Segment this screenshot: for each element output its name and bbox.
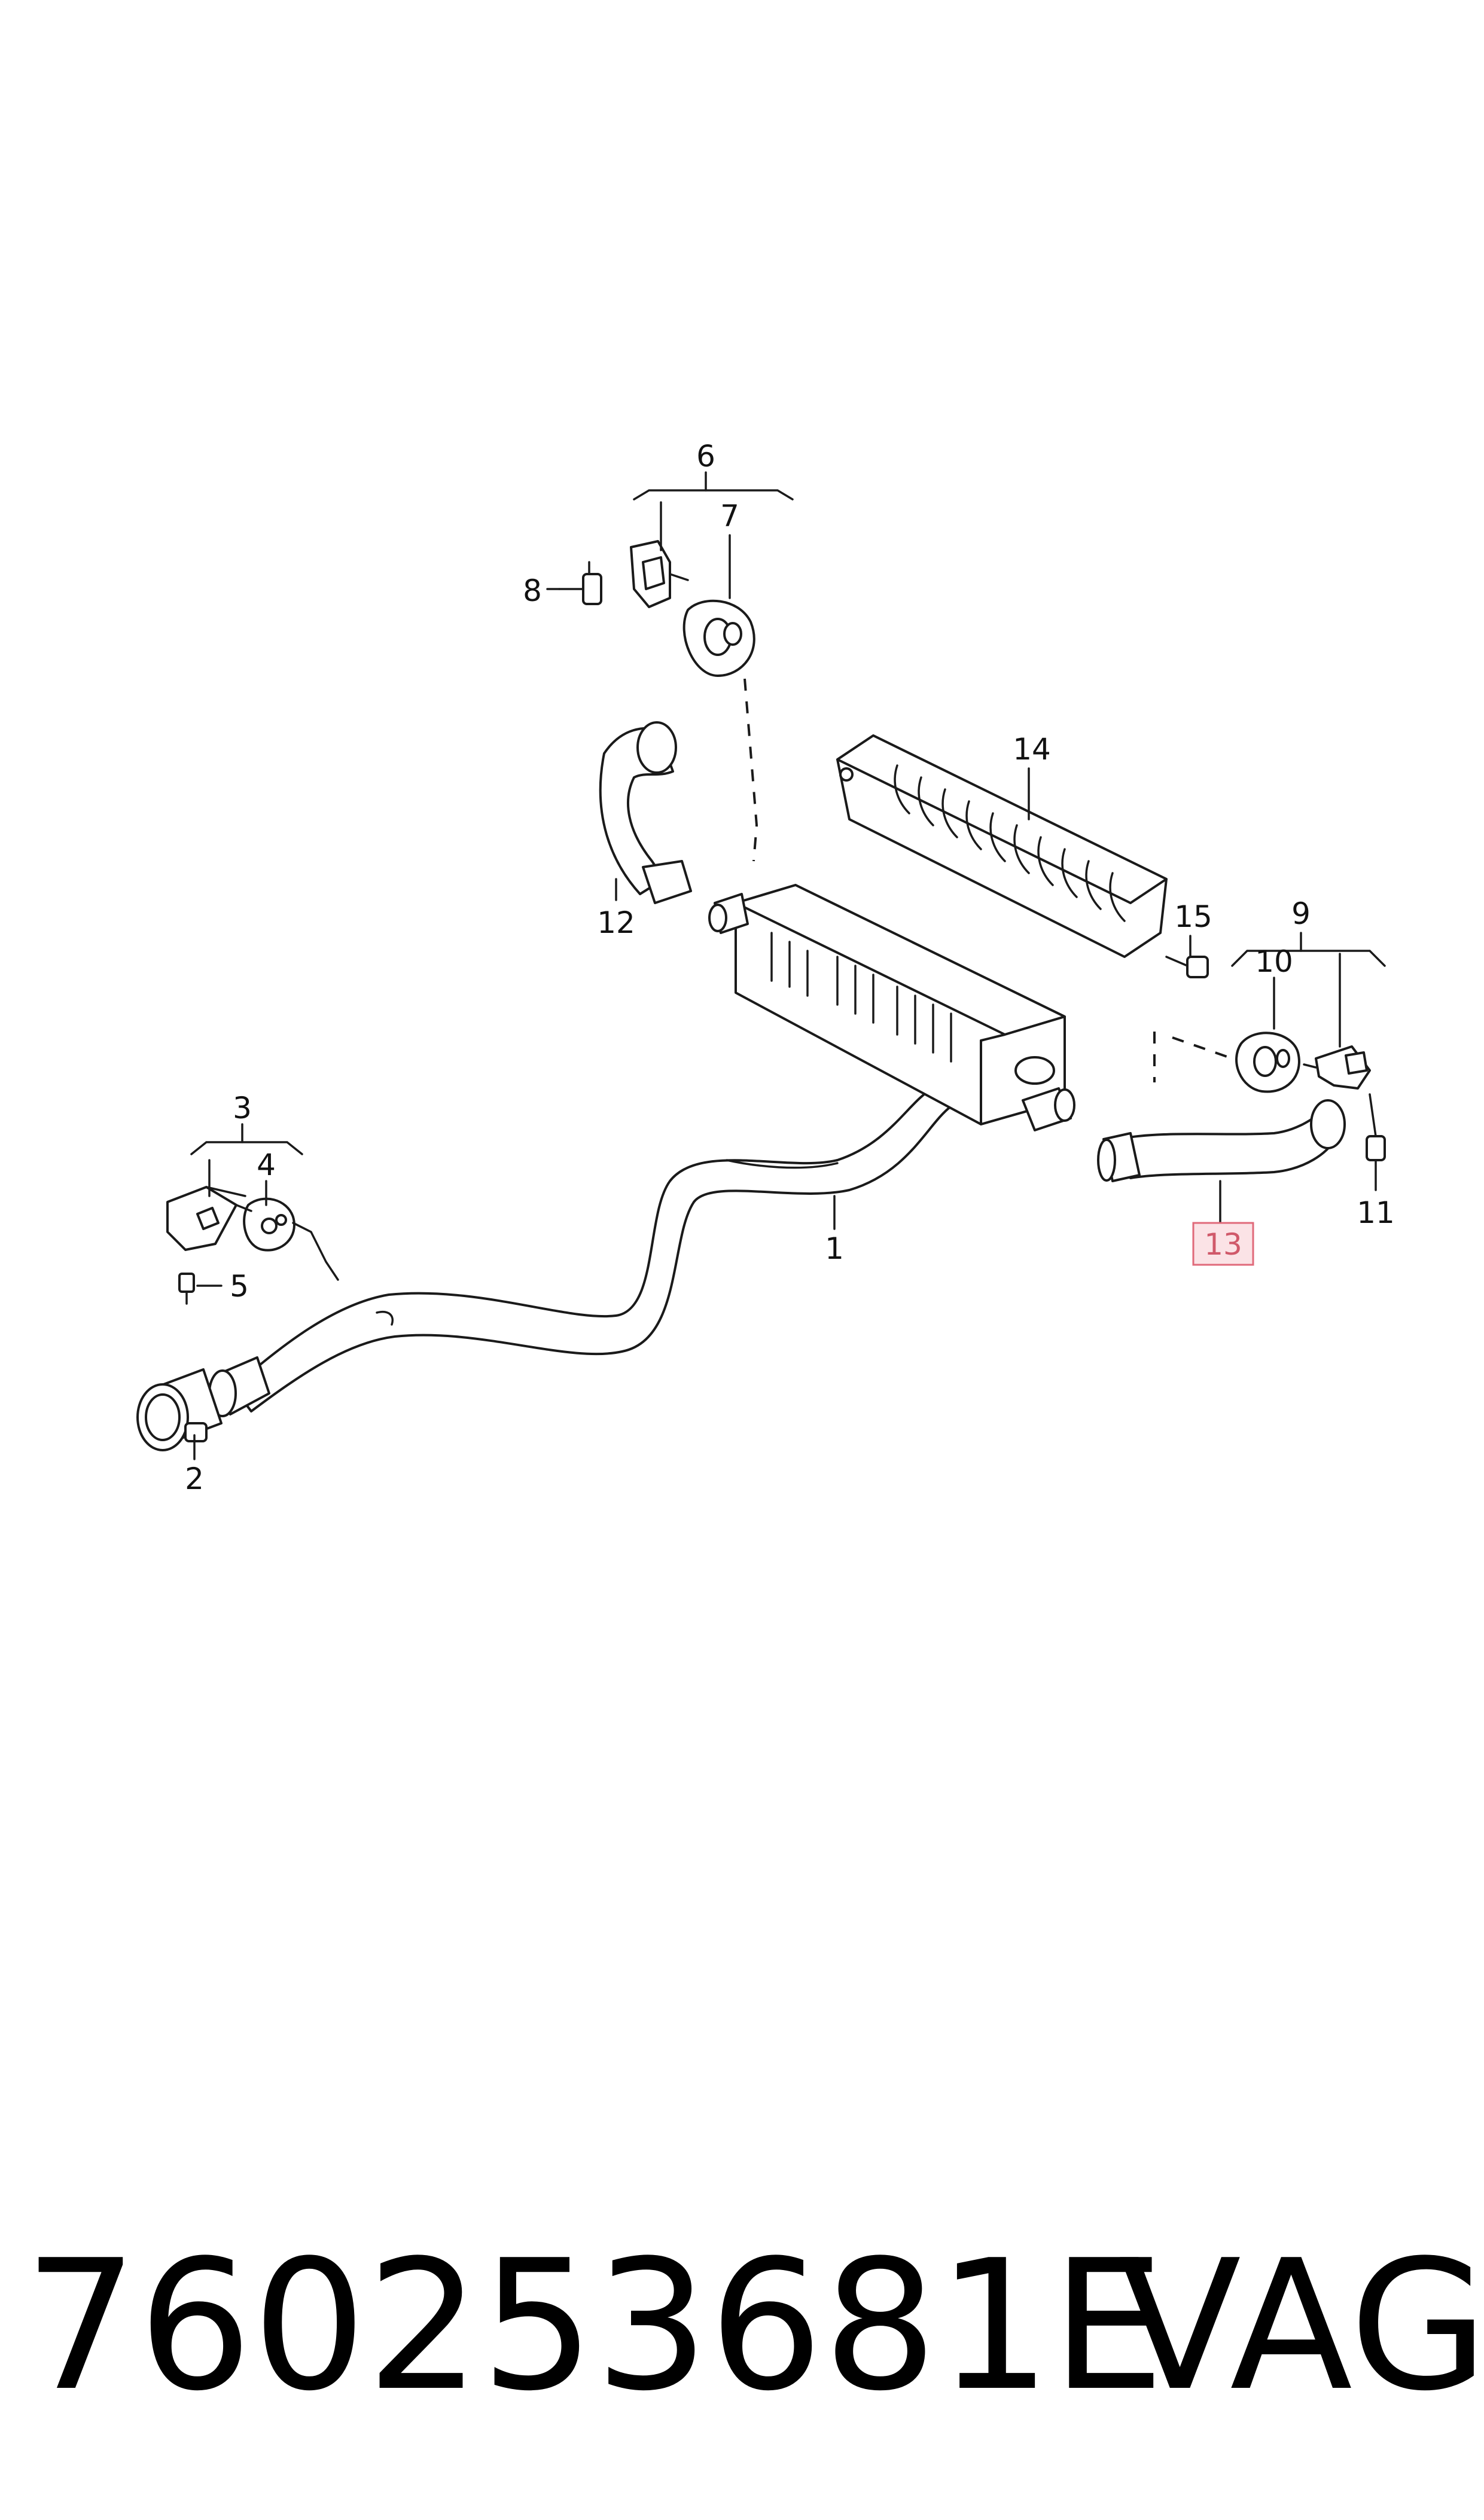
callout-8: 8 bbox=[523, 573, 542, 608]
front-hanger-bracket bbox=[166, 1186, 246, 1251]
callout-13-highlight bbox=[1192, 1222, 1254, 1266]
rear-hanger-bracket bbox=[1303, 1045, 1371, 1090]
rear-rubber-mount bbox=[1235, 1032, 1300, 1093]
callout-11: 11 bbox=[1357, 1195, 1395, 1230]
callout-1: 1 bbox=[825, 1231, 844, 1266]
front-rubber-mount bbox=[243, 1197, 295, 1252]
callouts: 6 7 8 3 4 5 2 12 1 14 15 9 10 11 13 bbox=[185, 439, 1395, 1496]
bolt-11 bbox=[1366, 1093, 1386, 1161]
upper-rubber-mount bbox=[682, 599, 755, 677]
pipe-clamp bbox=[136, 1368, 223, 1451]
lower-tailpipe bbox=[1097, 1099, 1346, 1182]
part-number: 760253681E bbox=[24, 2222, 1165, 2430]
callout-2: 2 bbox=[185, 1462, 204, 1496]
callout-13: 13 bbox=[1204, 1227, 1242, 1262]
upper-tailpipe bbox=[599, 721, 692, 904]
footer: 760253681E VAG bbox=[24, 2213, 1484, 2440]
callout-12: 12 bbox=[597, 905, 635, 940]
callout-15: 15 bbox=[1174, 899, 1212, 934]
bolt-5 bbox=[178, 1273, 195, 1305]
upper-hanger-bracket bbox=[630, 540, 689, 608]
callout-6: 6 bbox=[696, 439, 715, 474]
heat-shield bbox=[836, 734, 1168, 958]
leader-lines bbox=[190, 471, 1386, 1460]
callout-7: 7 bbox=[720, 499, 739, 533]
callout-9: 9 bbox=[1291, 896, 1311, 931]
rear-muffler bbox=[708, 884, 1075, 1131]
callout-10: 10 bbox=[1255, 944, 1293, 979]
bolt-15 bbox=[1165, 956, 1209, 978]
bolt-8 bbox=[558, 561, 602, 605]
brand-name: VAG bbox=[1119, 2222, 1484, 2430]
callout-3: 3 bbox=[233, 1091, 252, 1125]
callout-4: 4 bbox=[257, 1148, 276, 1182]
callout-5: 5 bbox=[230, 1269, 249, 1304]
callout-14: 14 bbox=[1013, 732, 1051, 767]
